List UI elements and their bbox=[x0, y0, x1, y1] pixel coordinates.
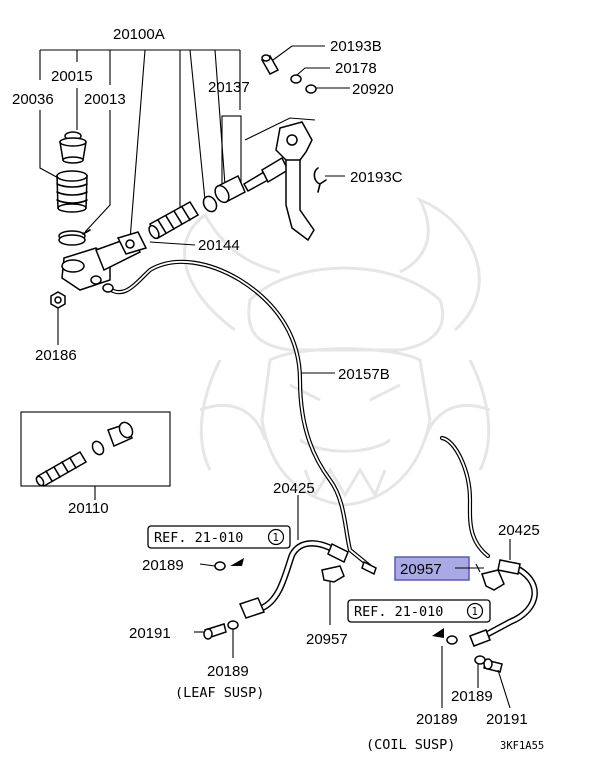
label-20144[interactable]: 20144 bbox=[198, 237, 240, 254]
label-20189-a[interactable]: 20189 bbox=[142, 557, 184, 574]
ref-right-number: 1 bbox=[472, 606, 478, 618]
captions: (LEAF SUSP) (COIL SUSP) 3KF1A55 bbox=[175, 685, 544, 753]
diagram-code: 3KF1A55 bbox=[500, 740, 544, 752]
caption-coil-susp: (COIL SUSP) bbox=[366, 737, 455, 753]
part-labels: 20100A 20015 20036 20013 20137 20144 201… bbox=[12, 26, 540, 728]
piston-kit bbox=[148, 195, 218, 240]
label-20186[interactable]: 20186 bbox=[35, 347, 77, 364]
watermark-logo bbox=[183, 197, 491, 507]
label-20157B[interactable]: 20157B bbox=[338, 366, 390, 383]
ref-right-text[interactable]: REF. 21-010 bbox=[354, 604, 443, 620]
label-20189-c[interactable]: 20189 bbox=[451, 688, 493, 705]
ref-left-text[interactable]: REF. 21-010 bbox=[154, 530, 243, 546]
label-20193C[interactable]: 20193C bbox=[350, 169, 403, 186]
label-20178[interactable]: 20178 bbox=[335, 60, 377, 77]
master-cylinder-parts bbox=[50, 131, 299, 309]
overhaul-kit-box bbox=[20, 411, 171, 500]
hose-clamp bbox=[58, 229, 91, 246]
label-20015[interactable]: 20015 bbox=[51, 68, 93, 85]
cylinder-body bbox=[61, 231, 148, 291]
dust-boot bbox=[214, 174, 246, 204]
leader-lines-upper bbox=[39, 45, 350, 374]
label-20036[interactable]: 20036 bbox=[12, 91, 54, 108]
ref-box-right[interactable] bbox=[347, 599, 491, 623]
label-20191-b[interactable]: 20191 bbox=[486, 711, 528, 728]
ref-box-left[interactable] bbox=[147, 525, 291, 549]
clevis-pin bbox=[260, 54, 280, 75]
reservoir-cap bbox=[59, 131, 87, 164]
label-20957-highlight[interactable]: 20957 bbox=[400, 561, 442, 578]
clip-ring bbox=[305, 84, 317, 94]
label-20920[interactable]: 20920 bbox=[352, 81, 394, 98]
reservoir-body bbox=[56, 170, 88, 213]
label-20013[interactable]: 20013 bbox=[84, 91, 126, 108]
label-20189-b[interactable]: 20189 bbox=[207, 663, 249, 680]
label-20957-a[interactable]: 20957 bbox=[306, 631, 348, 648]
label-20425-left[interactable]: 20425 bbox=[273, 480, 315, 497]
pedal-parts bbox=[260, 54, 327, 242]
label-20110[interactable]: 20110 bbox=[68, 500, 109, 517]
label-20193B[interactable]: 20193B bbox=[330, 38, 382, 55]
label-20137[interactable]: 20137 bbox=[208, 79, 250, 96]
clutch-pipe bbox=[102, 259, 377, 576]
label-20189-d[interactable]: 20189 bbox=[416, 711, 458, 728]
coil-susp-hose bbox=[432, 435, 538, 709]
label-20191-a[interactable]: 20191 bbox=[129, 625, 171, 642]
flange-nut bbox=[50, 291, 66, 309]
label-20425-right[interactable]: 20425 bbox=[498, 522, 540, 539]
leaf-susp-hose bbox=[194, 495, 349, 658]
label-20100A[interactable]: 20100A bbox=[113, 26, 165, 43]
caption-leaf-susp: (LEAF SUSP) bbox=[175, 685, 264, 701]
highlight-box bbox=[394, 556, 484, 581]
reference-labels: REF. 21-010 1 REF. 21-010 1 bbox=[154, 530, 478, 620]
spring-washer bbox=[290, 74, 302, 84]
ref-left-number: 1 bbox=[273, 532, 279, 544]
snap-pin bbox=[313, 167, 327, 193]
